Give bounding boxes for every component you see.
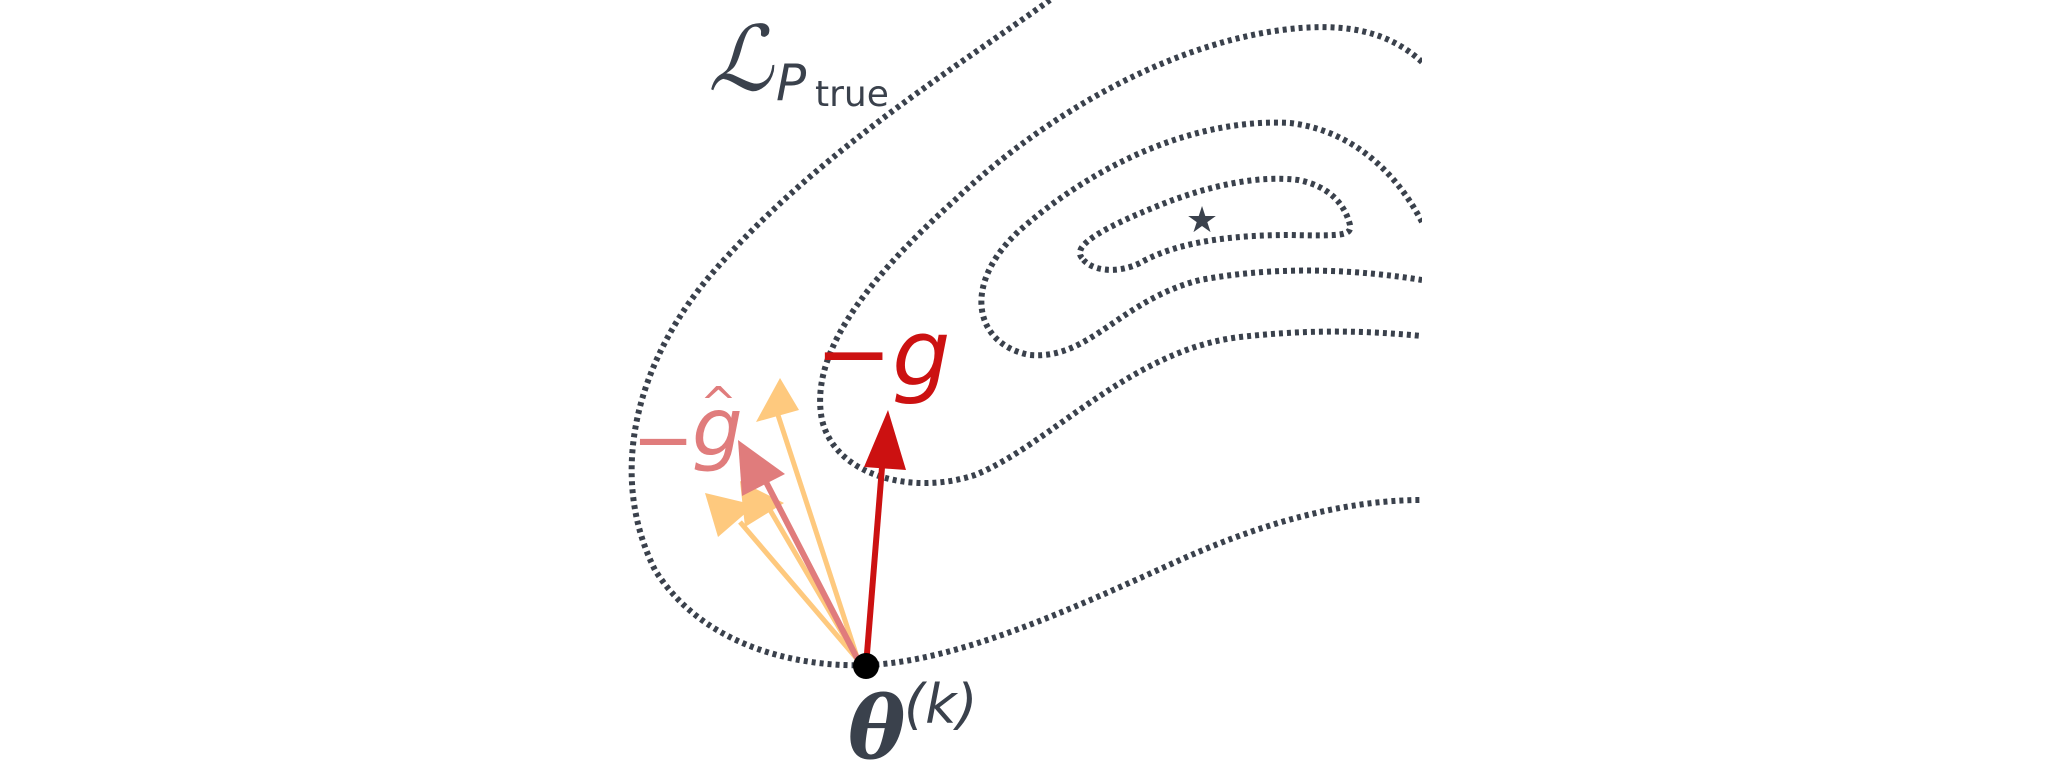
estimated-gradient-symbol: g (692, 381, 743, 474)
sample-arrow-1 (774, 411, 861, 661)
loss-symbol: ℒ (708, 7, 775, 112)
minimum-star-icon: ★ (1186, 200, 1218, 241)
estimated-gradient-hat-icon: ^ (700, 378, 737, 429)
true-gradient-label: −g (815, 300, 950, 407)
loss-label: ℒ P true (708, 7, 889, 115)
sample-arrowhead-3 (740, 481, 784, 527)
contour-second (817, 24, 1422, 487)
true-arrowhead (864, 410, 906, 470)
theta-symbol: θ (848, 678, 906, 768)
theta-label: θ (k) (848, 673, 977, 768)
contour-lines (628, 0, 1422, 669)
current-iterate-point (853, 653, 879, 679)
sample-arrowhead-1 (756, 378, 799, 422)
estimated-gradient-label: − g ^ (632, 378, 743, 483)
mean-arrowhead (738, 440, 785, 496)
mean-arrow-shaft (762, 478, 861, 662)
theta-superscript: (k) (904, 673, 977, 736)
contour-inner (1076, 175, 1354, 273)
estimated-gradient-minus: − (632, 397, 694, 483)
loss-subscript-p: P (776, 54, 807, 112)
sample-arrow-2 (738, 520, 860, 662)
loss-subscript-true: true (815, 74, 889, 115)
true-arrow-shaft (863, 454, 886, 667)
true-gradient-arrow (863, 410, 906, 667)
mean-gradient-estimate-arrow (738, 440, 861, 662)
contour-outer (628, 0, 1422, 669)
